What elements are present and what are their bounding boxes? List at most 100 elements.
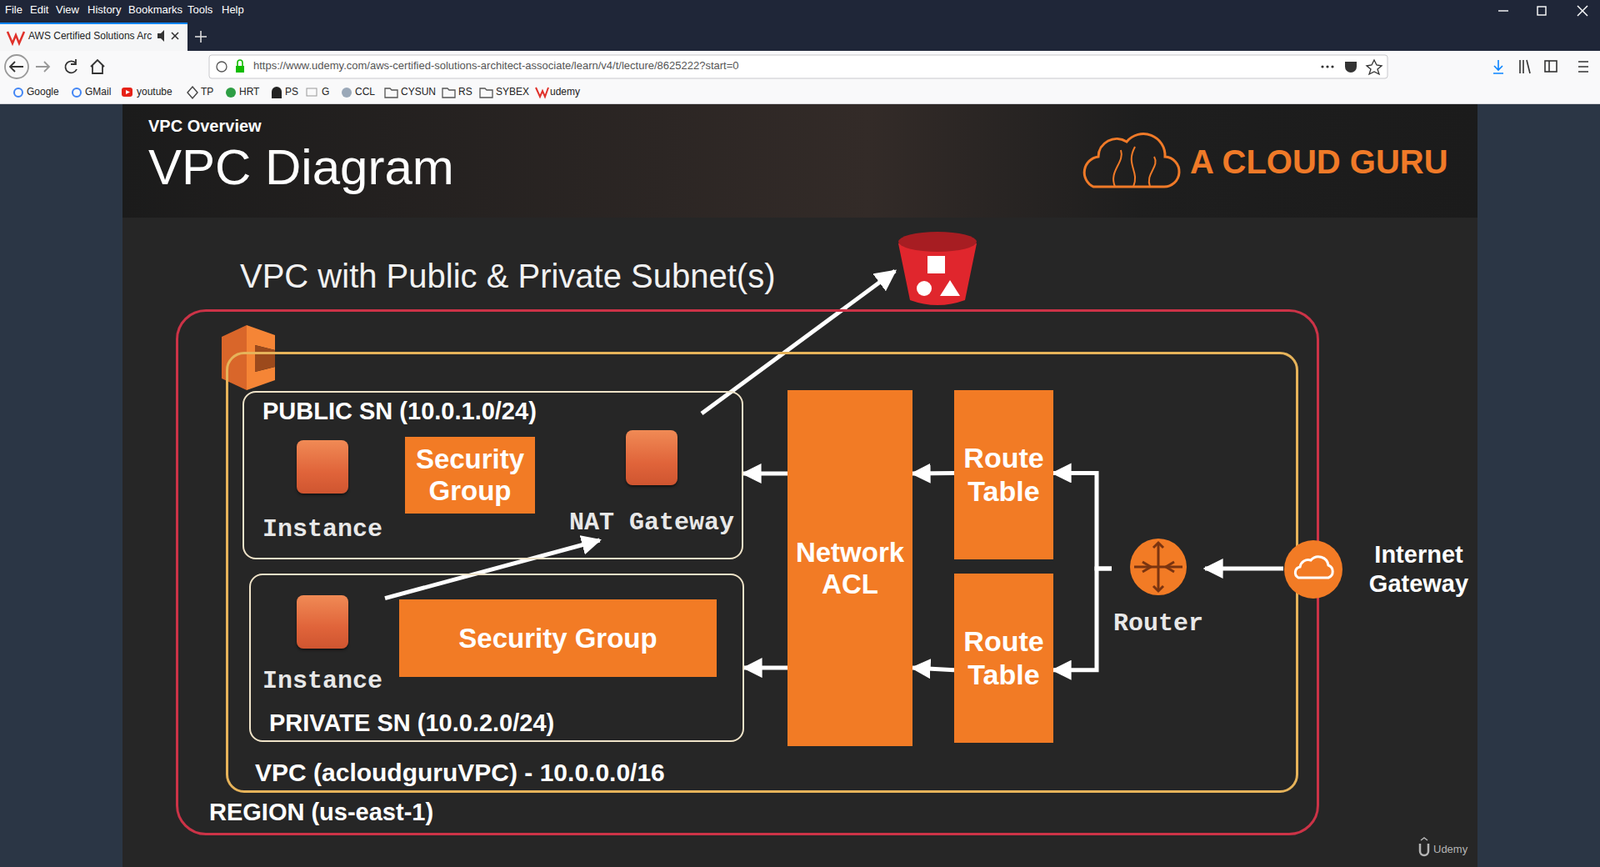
bookmark: CYSUN	[400, 86, 436, 99]
udemy-logo-part	[1420, 837, 1428, 840]
toolbar-icons-part	[1493, 60, 1504, 74]
connector-arrow	[912, 667, 955, 670]
route-table-box: Route Table	[954, 390, 1054, 560]
tab-icons-part	[171, 32, 179, 40]
nav-icons-part	[35, 61, 50, 72]
menu-item: Help	[221, 4, 245, 17]
cloud-guru-logo	[1084, 134, 1180, 187]
window-controls-part	[1537, 6, 1546, 15]
connector-arrow	[1053, 472, 1112, 568]
toolbar-icons-part	[1578, 61, 1589, 72]
connector-arrow	[744, 665, 788, 670]
s3-bucket-icon-part	[916, 280, 932, 296]
connector-arrow	[743, 470, 788, 475]
nav-icons-part	[10, 61, 24, 72]
bookmark-icons-part	[341, 87, 352, 98]
bookmark-icons-part	[187, 86, 198, 99]
security-group-box: Security Group	[405, 436, 535, 514]
s3-bucket-icon-part	[898, 231, 977, 252]
bookmark: TP	[200, 86, 214, 99]
node-label: Instance	[260, 666, 385, 696]
security-group-box: Security Group	[399, 599, 717, 677]
udemy-logo-part	[1420, 843, 1429, 855]
tab-icons-part	[7, 31, 25, 44]
boundary-label: REGION (us-east-1)	[209, 798, 434, 826]
url-icons	[216, 60, 1382, 75]
bookmark: HRT	[239, 86, 260, 99]
toolbar-icons-part	[1548, 60, 1550, 72]
connector-arrow	[1053, 568, 1112, 670]
url-icons-part	[1345, 61, 1357, 73]
nav-icons-part	[65, 59, 77, 73]
window-controls-part	[1577, 5, 1588, 16]
url-icons-part	[1330, 65, 1334, 68]
menu-item: Tools	[187, 4, 213, 17]
url-icons-part	[216, 61, 227, 72]
node-label: Internet Gateway	[1358, 540, 1480, 599]
boundary-label: PUBLIC SN (10.0.1.0/24)	[262, 397, 537, 425]
public-subnet: PUBLIC SN (10.0.1.0/24) Instance Security …	[242, 390, 744, 560]
slide-title: VPC Diagram	[148, 138, 455, 196]
router-node: Router	[1111, 537, 1205, 640]
vpc-boundary: VPC (acloudguruVPC) - 10.0.0.0/16 PUBLIC …	[225, 351, 1299, 793]
toolbar-icons	[1493, 60, 1589, 74]
internet-gateway-node: Internet Gateway	[1283, 537, 1480, 601]
toolbar-icons-part	[1520, 60, 1530, 74]
menu-item: View	[55, 4, 80, 17]
s3-bucket-icon-part	[898, 243, 977, 305]
udemy-logo	[1420, 837, 1429, 855]
s3-bucket-icon-part	[940, 280, 960, 296]
tab-title: AWS Certified Solutions Arc	[28, 30, 152, 43]
bookmark-icons-part	[480, 88, 493, 98]
tab-icons-part	[171, 32, 179, 40]
region-boundary: REGION (us-east-1) VPC (acloudguruVPC) - …	[175, 309, 1320, 835]
box-text: Network ACL	[794, 536, 906, 600]
nav-icons	[5, 55, 105, 79]
menu-item: Edit	[30, 4, 49, 17]
window-controls	[1498, 5, 1588, 16]
vpc-icon-part	[255, 345, 275, 372]
node-label: Instance	[260, 515, 385, 545]
cloud-guru-logo-part	[1113, 146, 1156, 187]
boundary-label: VPC (acloudguruVPC) - 10.0.0.0/16	[255, 758, 665, 788]
bookmark-icons-part	[442, 88, 455, 98]
bookmark-icons-part	[72, 88, 81, 97]
boundary-label: PRIVATE SN (10.0.2.0/24)	[269, 709, 555, 737]
internet-gateway-icon	[1284, 540, 1343, 599]
bookmark-icons	[14, 86, 549, 99]
s3-bucket-icon	[898, 231, 977, 305]
url-text: https://www.udemy.com/aws-certified-solu…	[253, 60, 740, 73]
watermark: Udemy	[1433, 843, 1468, 856]
s3-bucket-icon-part	[927, 255, 945, 274]
nat-gateway-node: NAT Gateway	[565, 428, 739, 540]
bookmark: RS	[458, 86, 473, 99]
bookmark-icons-part	[121, 87, 133, 97]
url-icons-part	[1325, 65, 1329, 68]
router-icon	[1142, 542, 1175, 591]
connector-arrow	[385, 540, 600, 599]
bookmark-icons-part	[225, 87, 236, 98]
window-controls-part	[1498, 10, 1509, 11]
vpc-icon-part	[246, 325, 275, 390]
instance-icon	[296, 595, 349, 649]
bookmark: udemy	[550, 86, 580, 99]
diagram-subtitle: VPC with Public & Private Subnet(s)	[240, 256, 775, 295]
tab-icons	[7, 30, 207, 44]
instance-node: Instance	[260, 591, 385, 699]
router-icon	[1130, 538, 1187, 595]
network-acl-box: Network ACL	[787, 390, 913, 746]
url-icons-part	[1366, 60, 1382, 75]
menu-item: Bookmarks	[128, 4, 183, 17]
node-label: Router	[1111, 609, 1205, 639]
label-wrap: Internet Gateway	[1358, 540, 1480, 599]
toolbar-icons-part	[1545, 60, 1557, 72]
cloud-guru-logo-part	[1084, 134, 1180, 187]
node-label: NAT Gateway	[565, 508, 739, 538]
instance-icon	[296, 440, 349, 494]
url-icons-part	[235, 65, 245, 73]
nav-icons-part	[5, 55, 29, 79]
nav-icons-part	[90, 60, 105, 74]
router-icon	[1129, 537, 1188, 596]
instance-node: Instance	[260, 436, 385, 547]
